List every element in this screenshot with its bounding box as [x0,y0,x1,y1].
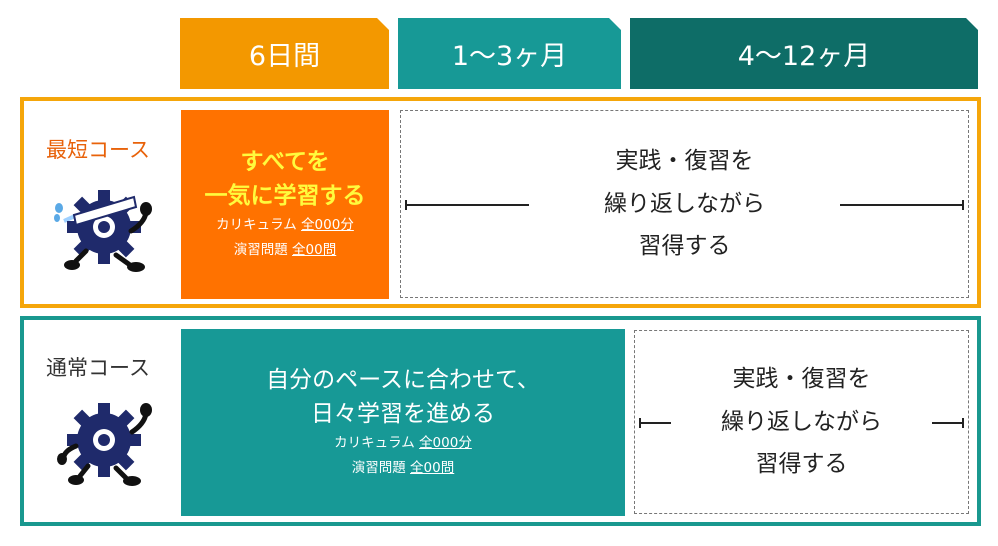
normal-course-name: 通常コース [46,356,150,380]
header-4-12-months-label: 4〜12ヶ月 [737,41,871,72]
fast-curriculum-value: 全000分 [301,216,354,233]
fast-title-line-1: すべてを [240,149,330,176]
running-gear-mascot-icon [46,181,166,280]
normal-course-panel: 通常コース 自分のペー [20,316,981,526]
fast-course-panel: 最短コース [20,97,981,308]
normal-practice-text: 実践・復習を 繰り返しながら 習得する [635,358,968,486]
right-arrow-icon [932,418,964,428]
fast-exercises: 演習問題 全00問 [234,238,336,263]
normal-curriculum: カリキュラム 全000分 [334,431,472,456]
normal-curriculum-label: カリキュラム [334,434,415,451]
fast-practice-line-3: 習得する [638,233,731,260]
header-1-3-months-label: 1〜3ヶ月 [451,41,568,72]
normal-practice-line-2: 繰り返しながら [721,408,882,435]
normal-curriculum-value: 全000分 [419,434,472,451]
left-arrow-icon [405,200,529,210]
fast-practice-text: 実践・復習を 繰り返しながら 習得する [401,140,968,268]
header-6-days-label: 6日間 [248,41,321,72]
fast-exercise-label: 演習問題 [233,241,288,258]
header-6-days: 6日間 [180,18,389,89]
header-4-12-months: 4〜12ヶ月 [630,18,978,89]
fast-curriculum: カリキュラム 全000分 [216,213,354,238]
fast-course-name: 最短コース [46,138,150,162]
fast-course-learning-box: すべてを 一気に学習する カリキュラム 全000分 演習問題 全00問 [181,110,389,299]
fast-practice-box: 実践・復習を 繰り返しながら 習得する [400,110,969,298]
right-arrow-icon [840,200,964,210]
normal-practice-line-1: 実践・復習を [732,366,871,393]
walking-gear-mascot-icon [46,396,166,495]
normal-title-line-1: 自分のペースに合わせて、 [266,367,540,394]
normal-practice-line-3: 習得する [755,451,848,478]
normal-exercises: 演習問題 全00問 [352,456,454,481]
fast-title-line-2: 一気に学習する [204,182,366,209]
fast-practice-line-1: 実践・復習を [615,148,754,175]
normal-exercise-label: 演習問題 [351,459,406,476]
fast-practice-line-2: 繰り返しながら [604,190,765,217]
header-1-3-months: 1〜3ヶ月 [398,18,621,89]
normal-practice-box: 実践・復習を 繰り返しながら 習得する [634,330,969,514]
normal-course-learning-box: 自分のペースに合わせて、 日々学習を進める カリキュラム 全000分 演習問題 … [181,329,625,516]
fast-curriculum-label: カリキュラム [216,216,297,233]
normal-title-line-2: 日々学習を進める [311,400,495,427]
normal-exercise-value: 全00問 [410,459,455,476]
left-arrow-icon [639,418,671,428]
fast-exercise-value: 全00問 [292,241,337,258]
